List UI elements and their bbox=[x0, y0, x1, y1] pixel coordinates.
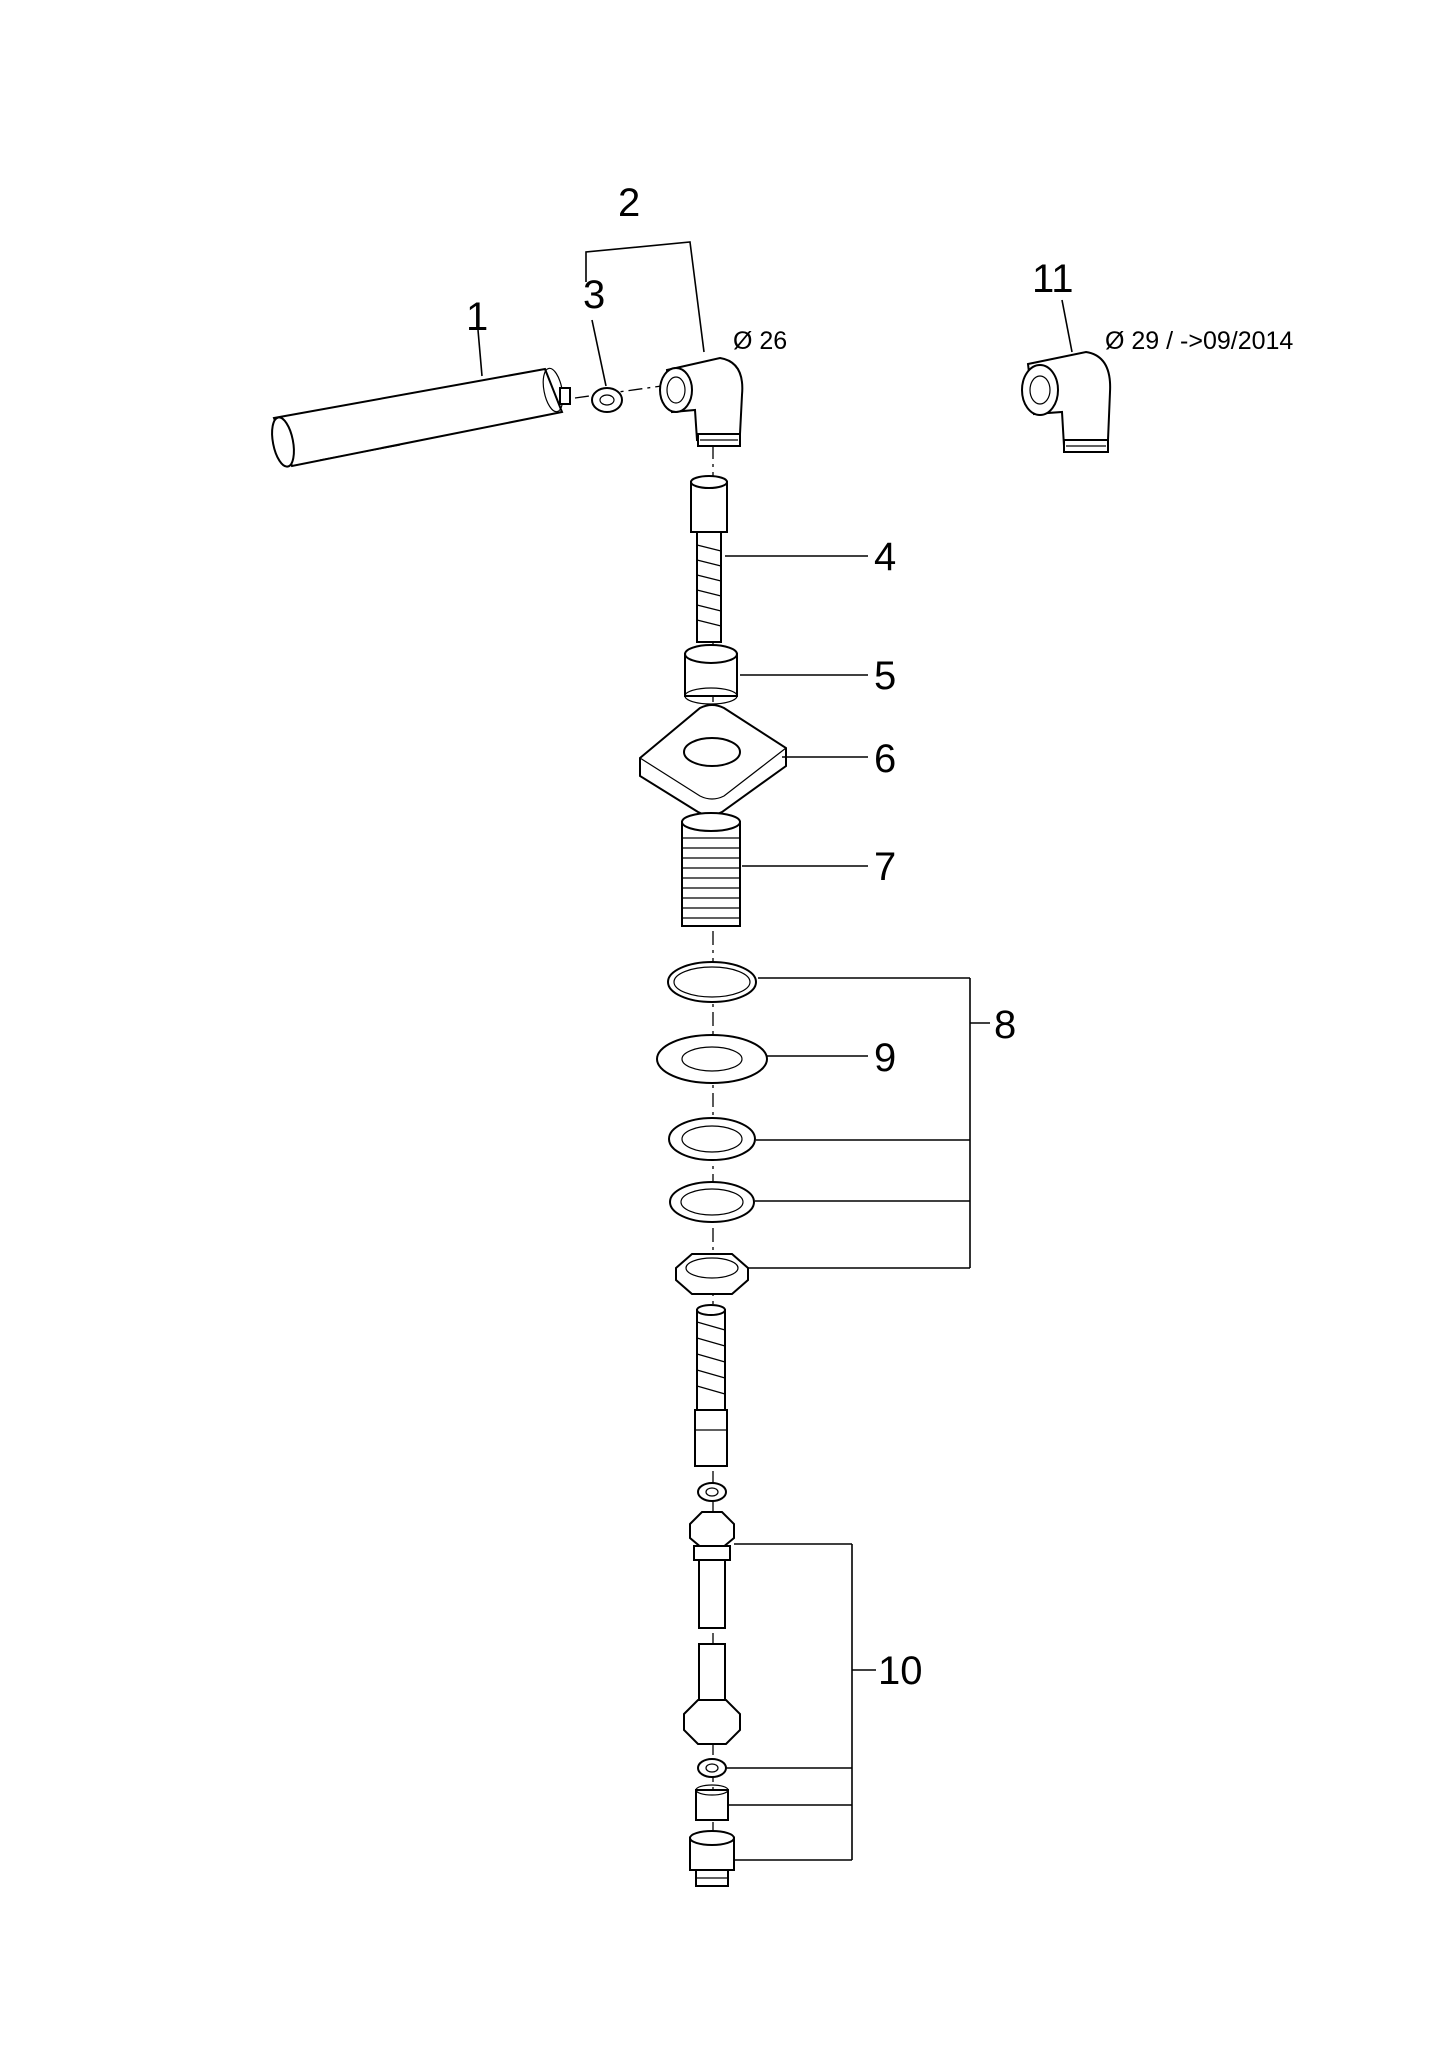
part-7-threaded-tube bbox=[681, 812, 741, 927]
callout-2: 2 bbox=[618, 181, 640, 225]
lower-spiral-nipple bbox=[694, 1304, 728, 1467]
callout-11: 11 bbox=[1032, 257, 1074, 301]
part-5-sleeve bbox=[684, 644, 738, 705]
part-10-hose-assembly bbox=[683, 1511, 741, 1887]
part-3-washer bbox=[591, 387, 623, 413]
callout-5: 5 bbox=[874, 654, 896, 698]
part-1-hand-shower bbox=[271, 367, 571, 468]
part-8-ring-middle bbox=[668, 1117, 756, 1161]
part-2-elbow-connector bbox=[659, 356, 744, 447]
part-8-hex-nut bbox=[675, 1253, 749, 1295]
diameter-note-alt: Ø 29 / ->09/2014 bbox=[1105, 327, 1293, 355]
part-8-ring-lower bbox=[669, 1181, 755, 1223]
callout-8: 8 bbox=[994, 1003, 1016, 1047]
part-4-spiral-nipple bbox=[690, 475, 728, 643]
part-8-ring-top bbox=[667, 961, 757, 1003]
callout-1: 1 bbox=[466, 295, 488, 339]
callout-4: 4 bbox=[874, 535, 896, 579]
small-o-ring bbox=[697, 1482, 727, 1502]
callout-3: 3 bbox=[583, 273, 605, 317]
callout-6: 6 bbox=[874, 737, 896, 781]
callout-10: 10 bbox=[878, 1649, 923, 1693]
callout-9: 9 bbox=[874, 1036, 896, 1080]
leader-lines bbox=[477, 241, 1073, 1861]
part-11-alt-elbow-connector bbox=[1021, 350, 1112, 453]
diameter-note-main: Ø 26 bbox=[733, 327, 787, 355]
callout-7: 7 bbox=[874, 845, 896, 889]
part-9-washer bbox=[656, 1034, 768, 1084]
part-6-rosette-plate bbox=[639, 704, 787, 816]
